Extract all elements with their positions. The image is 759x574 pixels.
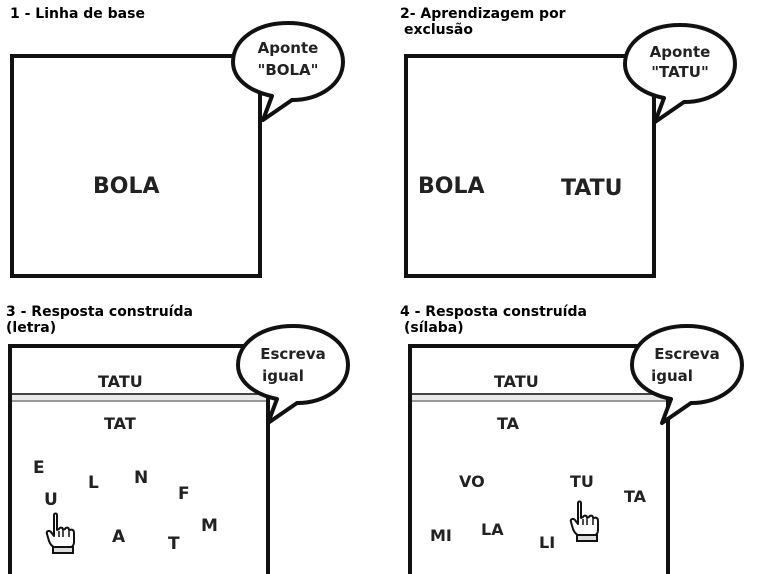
letter-tile[interactable]: E	[33, 458, 45, 478]
speech-bubble-icon	[630, 324, 744, 425]
panel-4-model-word: TATU	[494, 372, 539, 391]
speech-bubble-icon	[231, 21, 345, 122]
panel-3-heading-line1: 3 - Resposta construída	[6, 304, 193, 320]
pointing-hand-icon	[569, 500, 599, 542]
panel-3-bubble-line2: igual	[262, 367, 304, 385]
panel-4-bubble-line2: igual	[651, 367, 693, 385]
panel-2-word-bola: BOLA	[418, 174, 485, 199]
syllable-tile[interactable]: LI	[539, 533, 556, 552]
panel-1-screen	[10, 54, 262, 278]
letter-tile[interactable]: N	[134, 468, 149, 488]
panel-2-screen	[404, 54, 656, 278]
panel-4-divider	[412, 393, 666, 402]
syllable-tile[interactable]: MI	[430, 526, 452, 545]
panel-3-divider	[12, 393, 266, 402]
panel-2-bubble-line2: "TATU"	[651, 63, 709, 81]
speech-bubble-icon	[623, 23, 737, 124]
panel-4-bubble-line1: Escreva	[654, 345, 720, 363]
panel-3-bubble-line1: Escreva	[260, 345, 326, 363]
syllable-tile[interactable]: LA	[481, 520, 504, 539]
syllable-tile[interactable]: VO	[459, 472, 485, 491]
letter-tile[interactable]: M	[201, 516, 218, 536]
letter-tile[interactable]: T	[168, 534, 180, 554]
letter-tile[interactable]: L	[88, 473, 99, 493]
panel-2-heading-line1: 2- Aprendizagem por	[400, 6, 566, 22]
panel-1-bubble-line2: "BOLA"	[257, 61, 319, 79]
panel-3-heading-line2: (letra)	[6, 320, 57, 336]
panel-3-response-word: TAT	[104, 414, 136, 433]
panel-3-model-word: TATU	[98, 372, 143, 391]
panel-2-word-tatu: TATU	[561, 176, 623, 201]
letter-tile[interactable]: F	[178, 484, 190, 504]
panel-2-bubble-line1: Aponte	[649, 43, 711, 61]
letter-tile[interactable]: A	[112, 527, 126, 547]
panel-1-word-bola: BOLA	[93, 174, 160, 199]
panel-4-screen	[408, 344, 670, 574]
panel-2-heading-line2: exclusão	[404, 22, 473, 38]
panel-1-heading: 1 - Linha de base	[10, 6, 145, 22]
panel-4-heading-line2: (sílaba)	[404, 320, 464, 336]
panel-4-response-word: TA	[497, 414, 520, 433]
panel-1-bubble-line1: Aponte	[257, 39, 319, 57]
syllable-tile[interactable]: TU	[570, 472, 594, 491]
letter-tile[interactable]: U	[44, 490, 58, 510]
panel-4-heading-line1: 4 - Resposta construída	[400, 304, 587, 320]
speech-bubble-icon	[236, 324, 350, 425]
pointing-hand-icon	[45, 512, 75, 554]
syllable-tile[interactable]: TA	[624, 487, 647, 506]
